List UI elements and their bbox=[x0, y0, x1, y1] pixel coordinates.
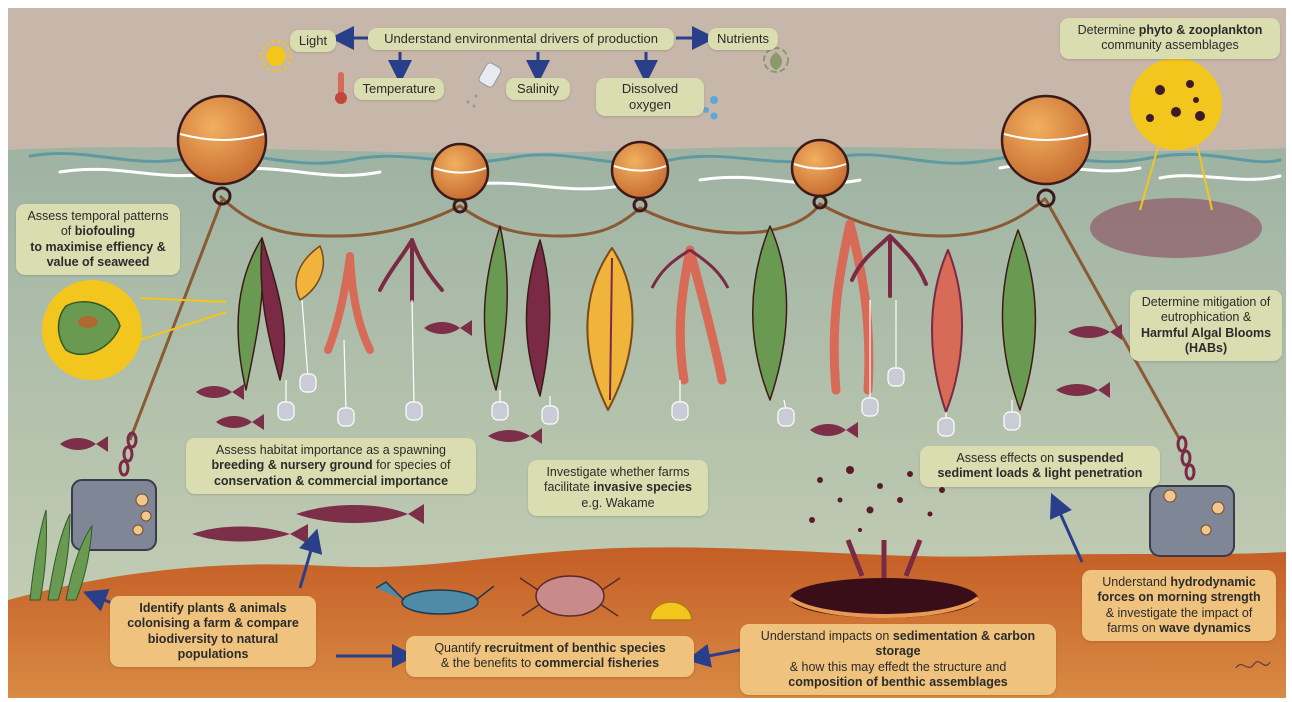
plankton-circle bbox=[1130, 58, 1222, 150]
sediment-label: Assess effects on suspended sediment loa… bbox=[920, 446, 1160, 487]
benthic-text-mid: & the benefits to bbox=[441, 656, 535, 670]
carbon-text-mid: & how this may effedt the structure and bbox=[790, 660, 1007, 674]
temperature-label: Temperature bbox=[354, 78, 444, 100]
plankton-label: Determine phyto & zooplankton community … bbox=[1060, 18, 1280, 59]
carbon-text-bold2: composition of benthic assemblages bbox=[788, 675, 1008, 689]
habitat-text-bold1: breeding & nursery ground bbox=[212, 458, 373, 472]
carbon-storage-label: Understand impacts on sedimentation & ca… bbox=[740, 624, 1056, 695]
eutrophication-text-pre: Determine mitigation of eutrophication & bbox=[1142, 295, 1271, 324]
invasive-text-post: e.g. Wakame bbox=[581, 496, 654, 510]
drivers-main-label: Understand environmental drivers of prod… bbox=[368, 28, 674, 50]
temperature-text: Temperature bbox=[363, 81, 436, 96]
dissolved-oxygen-label: Dissolved oxygen bbox=[596, 78, 704, 116]
carbon-text-bold1: sedimentation & carbon storage bbox=[875, 629, 1035, 658]
invasive-text-bold: invasive species bbox=[593, 480, 692, 494]
nutrients-label: Nutrients bbox=[708, 28, 778, 50]
sediment-text-pre: Assess effects on bbox=[956, 451, 1057, 465]
biodiversity-label: Identify plants & animals colonising a f… bbox=[110, 596, 316, 667]
carbon-text-pre: Understand impacts on bbox=[761, 629, 893, 643]
benthic-text-pre: Quantify bbox=[434, 641, 484, 655]
algal-bloom-cloud bbox=[1090, 198, 1262, 258]
nutrients-text: Nutrients bbox=[717, 31, 769, 46]
invasive-species-label: Investigate whether farms facilitate inv… bbox=[528, 460, 708, 516]
biofouling-text-bold1: biofouling bbox=[75, 224, 135, 238]
biofouler bbox=[78, 316, 98, 328]
salinity-label: Salinity bbox=[506, 78, 570, 100]
sediment-pit bbox=[790, 578, 978, 618]
biodiversity-text-bold: Identify plants & animals colonising a f… bbox=[127, 601, 299, 661]
salinity-text: Salinity bbox=[517, 81, 559, 96]
benthic-text-bold1: recruitment of benthic species bbox=[484, 641, 665, 655]
anchor-block-right bbox=[1150, 486, 1234, 556]
hydrodynamic-text-bold2: wave dynamics bbox=[1159, 621, 1251, 635]
hydrodynamic-text-pre: Understand bbox=[1102, 575, 1170, 589]
plankton-text-post: community assemblages bbox=[1101, 38, 1239, 52]
benthic-recruitment-label: Quantify recruitment of benthic species … bbox=[406, 636, 694, 677]
habitat-text-mid: for species of bbox=[376, 458, 450, 472]
habitat-text-pre: Assess habitat importance as a spawning bbox=[216, 443, 446, 457]
habitat-text-bold2: conservation & commercial importance bbox=[214, 474, 448, 488]
dissolved-oxygen-text: Dissolved oxygen bbox=[622, 81, 678, 112]
light-text: Light bbox=[299, 33, 327, 48]
eutrophication-text-bold: Harmful Algal Blooms (HABs) bbox=[1141, 326, 1271, 355]
plankton-text-bold: phyto & zooplankton bbox=[1139, 23, 1263, 37]
eutrophication-label: Determine mitigation of eutrophication &… bbox=[1130, 290, 1282, 361]
benthic-text-bold2: commercial fisheries bbox=[535, 656, 659, 670]
drivers-main-text: Understand environmental drivers of prod… bbox=[384, 31, 658, 46]
biofouling-label: Assess temporal patterns of biofouling t… bbox=[16, 204, 180, 275]
light-label: Light bbox=[290, 30, 336, 52]
plankton-text-pre: Determine bbox=[1078, 23, 1139, 37]
hydrodynamic-label: Understand hydrodynamic forces on mornin… bbox=[1082, 570, 1276, 641]
biofouling-text-bold2: to maximise effiency & value of seaweed bbox=[30, 240, 165, 269]
habitat-label: Assess habitat importance as a spawning … bbox=[186, 438, 476, 494]
